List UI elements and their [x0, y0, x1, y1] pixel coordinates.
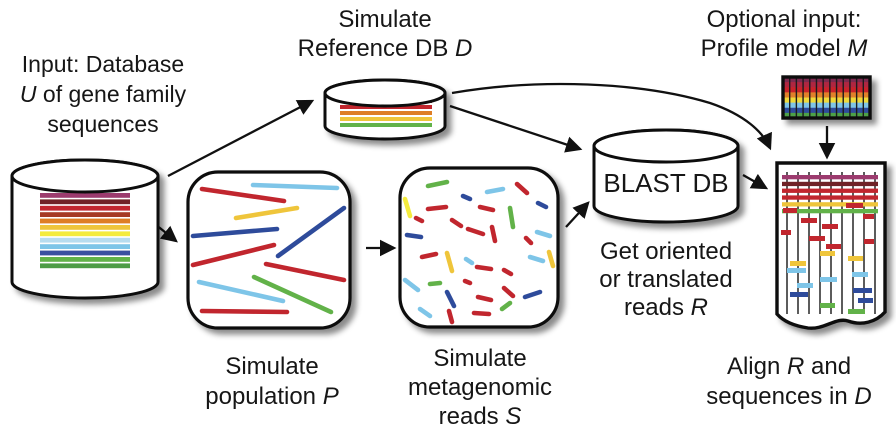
- blast-db-cylinder: [592, 128, 740, 224]
- reference-db-cylinder: [323, 78, 447, 141]
- population-box: [186, 170, 352, 330]
- arrow-refdb-to-alignment: [451, 82, 772, 151]
- alignment-read-bars: [781, 203, 874, 314]
- arrow-reads-to-blastdb: [565, 201, 590, 228]
- alignment-ref-stripes: [782, 175, 878, 214]
- reads-box: [398, 166, 560, 329]
- input-db-cylinder: [10, 158, 160, 300]
- optional-input-label: Optional input:Profile model M: [700, 6, 868, 62]
- population-sequences: [190, 182, 347, 315]
- metagenomic-reads: [402, 179, 556, 325]
- input-db-stripes: [40, 193, 130, 269]
- alignment-document: [775, 161, 887, 330]
- profile-model-heatmap: [781, 75, 872, 120]
- blast-db-label: BLAST DB: [603, 168, 729, 198]
- arrow-blastdb-to-alignment: [742, 173, 769, 190]
- arrow-refdb-to-blastdb: [449, 104, 583, 153]
- arrow-input-to-refdb: [167, 99, 315, 178]
